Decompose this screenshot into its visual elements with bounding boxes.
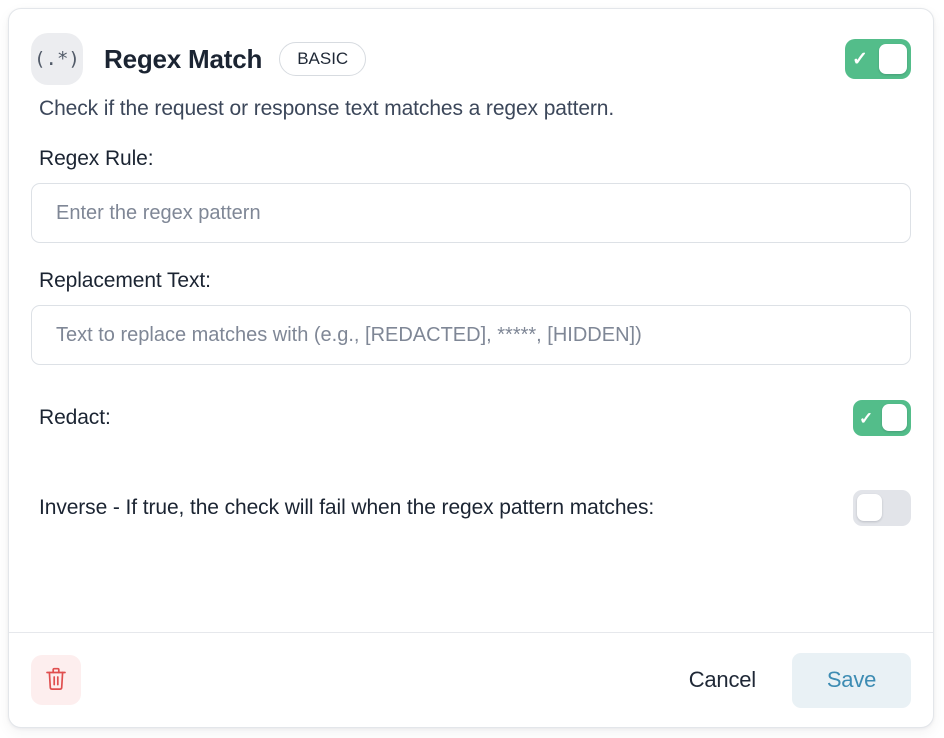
rule-description: Check if the request or response text ma…	[39, 97, 615, 120]
regex-icon-glyph: (.*)	[34, 48, 80, 70]
toggle-knob	[879, 44, 907, 74]
redact-toggle[interactable]: ✓	[853, 400, 911, 436]
page-title: Regex Match	[104, 43, 263, 74]
regex-rule-input[interactable]	[31, 183, 911, 243]
inverse-row: Inverse - If true, the check will fail w…	[31, 487, 911, 529]
regex-icon: (.*)	[31, 33, 83, 85]
replacement-text-input[interactable]	[31, 305, 911, 365]
toggle-knob	[882, 404, 907, 431]
replacement-text-label: Replacement Text:	[39, 269, 211, 292]
save-button[interactable]: Save	[792, 652, 911, 708]
redact-label: Redact:	[39, 406, 111, 429]
status-badge: BASIC	[279, 42, 367, 76]
check-icon: ✓	[859, 409, 874, 428]
enable-rule-toggle[interactable]: ✓	[845, 39, 911, 79]
inverse-label: Inverse - If true, the check will fail w…	[39, 496, 655, 519]
card-footer: Cancel Save	[9, 633, 933, 727]
redact-row: Redact: ✓	[31, 397, 911, 439]
toggle-knob	[857, 494, 882, 521]
rule-editor-card: (.*) Regex Match BASIC ✓ Check if the re…	[8, 8, 934, 728]
cancel-button[interactable]: Cancel	[673, 657, 772, 703]
card-header: (.*) Regex Match BASIC ✓	[31, 31, 911, 87]
footer-divider	[9, 632, 933, 633]
regex-rule-label: Regex Rule:	[39, 147, 154, 170]
delete-button[interactable]	[31, 655, 81, 705]
inverse-toggle[interactable]	[853, 490, 911, 526]
check-icon: ✓	[852, 49, 868, 70]
regex-rule-field: Regex Rule:	[31, 147, 911, 243]
card-body: (.*) Regex Match BASIC ✓ Check if the re…	[9, 9, 933, 632]
trash-icon	[44, 666, 68, 695]
replacement-text-field: Replacement Text:	[31, 269, 911, 365]
